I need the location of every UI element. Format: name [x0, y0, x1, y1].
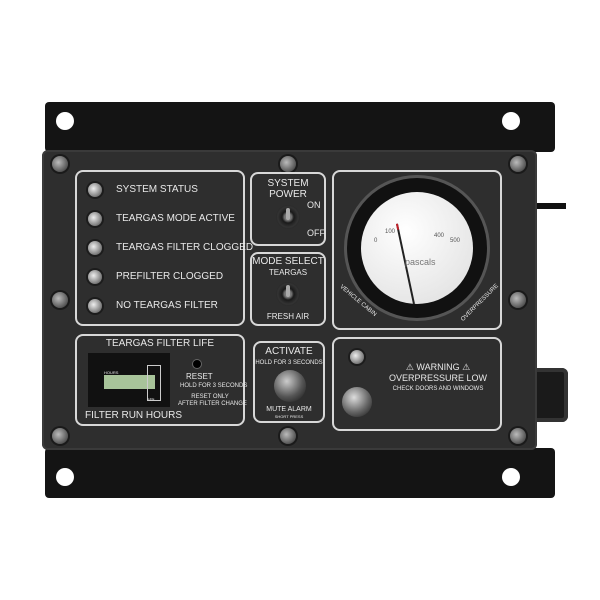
mounting-plate-bottom: [45, 448, 555, 498]
mode-toggle-switch[interactable]: [276, 282, 300, 306]
reset-note: RESET ONLY: [191, 394, 229, 400]
warning-line2: CHECK DOORS AND WINDOWS: [392, 386, 484, 392]
reset-hold-label: HOLD FOR 3 SECONDS: [180, 383, 248, 389]
mount-hole: [56, 112, 74, 130]
indicator-label: SYSTEM STATUS: [116, 184, 198, 195]
warning-panel: [332, 337, 502, 431]
power-off-label: OFF: [307, 228, 325, 238]
screw: [510, 428, 526, 444]
status-led: [88, 183, 102, 197]
cable: [530, 203, 566, 209]
screw: [510, 156, 526, 172]
filter-life-title: TEARGAS FILTER LIFE: [105, 338, 215, 349]
screw: [52, 156, 68, 172]
activate-title: ACTIVATE: [265, 346, 313, 357]
status-led: [88, 270, 102, 284]
gauge-tick: 500: [450, 238, 461, 244]
gauge-tick: 100: [385, 229, 396, 235]
filter-run-hours-label: FILTER RUN HOURS: [85, 410, 183, 421]
indicator-label: TEARGAS FILTER CLOGGED: [116, 242, 254, 253]
life-label: LIFE: [148, 397, 155, 401]
status-led: [88, 212, 102, 226]
power-on-label: ON: [307, 200, 321, 210]
mounting-plate-top: [45, 102, 555, 152]
mount-hole: [56, 468, 74, 486]
activate-panel: [253, 341, 325, 423]
indicator-label: NO TEARGAS FILTER: [116, 300, 218, 311]
mount-hole: [502, 112, 520, 130]
life-bar: [147, 365, 161, 401]
system-power-panel: [250, 172, 326, 246]
alarm-buzzer: [342, 387, 372, 417]
gauge-tick: 0: [374, 238, 378, 244]
screw: [280, 428, 296, 444]
mount-hole: [502, 468, 520, 486]
filter-life-panel: [75, 334, 245, 426]
mode-select-title: MODE SELECT: [252, 256, 324, 267]
gauge-unit: pascals: [405, 257, 436, 267]
gauge-face: [361, 192, 473, 304]
activate-button[interactable]: [274, 370, 306, 402]
indicator-label: TEARGAS MODE ACTIVE: [116, 213, 235, 224]
screw: [52, 428, 68, 444]
warning-led: [350, 350, 364, 364]
reset-button[interactable]: [193, 360, 201, 368]
gauge-tick: 400: [434, 233, 445, 239]
mode-select-panel: [250, 252, 326, 326]
hour-meter-label: HOURS: [104, 370, 119, 375]
gauge-panel: [332, 170, 502, 330]
warning-line1: OVERPRESSURE LOW: [388, 373, 488, 383]
hour-meter-display: [104, 375, 155, 389]
screw: [280, 156, 296, 172]
reset-label: RESET: [186, 372, 213, 381]
short-press-label: SHORT PRESS: [274, 414, 304, 419]
screw: [52, 292, 68, 308]
warning-title: ⚠ WARNING ⚠: [405, 362, 471, 372]
mute-alarm-label: MUTE ALARM: [266, 406, 312, 413]
system-power-title: SYSTEM POWER: [267, 178, 309, 200]
status-led: [88, 299, 102, 313]
activate-hold-label: HOLD FOR 3 SECONDS: [255, 360, 323, 366]
mode-teargas-label: TEARGAS: [268, 268, 308, 277]
indicator-panel: [75, 170, 245, 326]
indicator-label: PREFILTER CLOGGED: [116, 271, 224, 282]
mode-fresh-air-label: FRESH AIR: [266, 312, 310, 321]
power-toggle-switch[interactable]: [276, 205, 300, 229]
status-led: [88, 241, 102, 255]
screw: [510, 292, 526, 308]
reset-note: AFTER FILTER CHANGE: [178, 401, 247, 407]
